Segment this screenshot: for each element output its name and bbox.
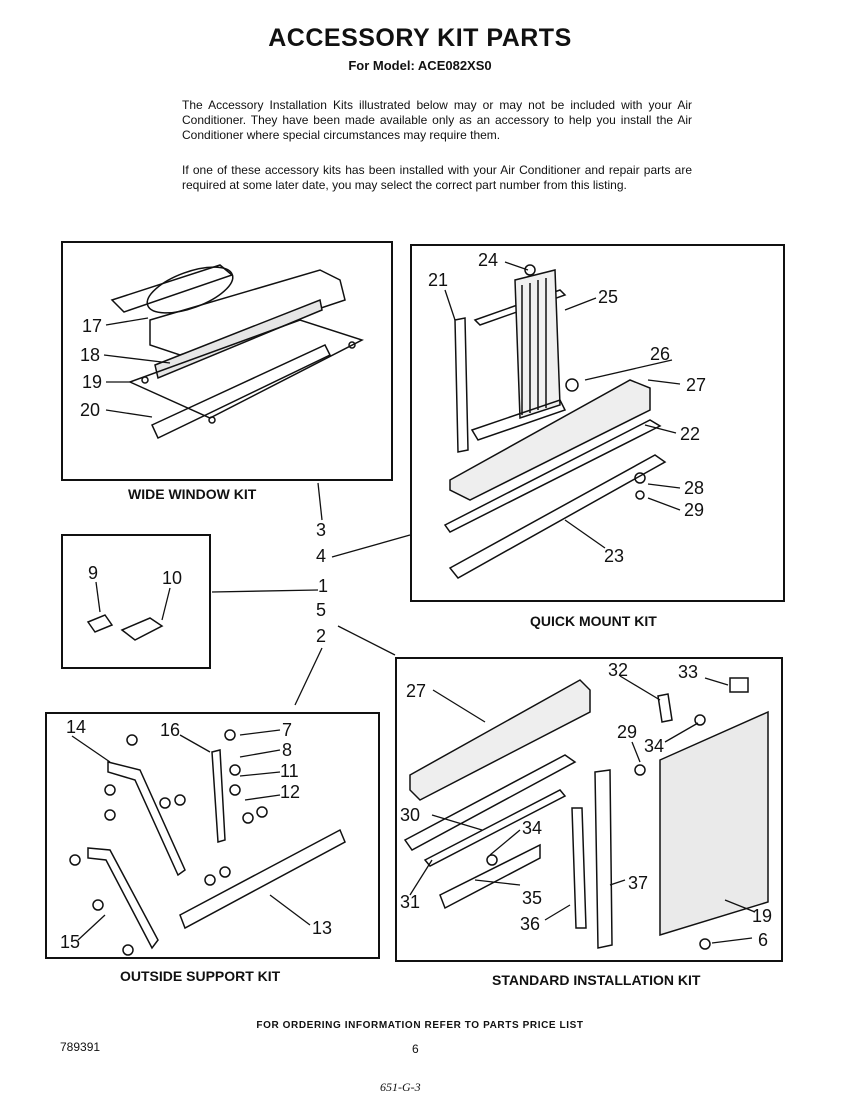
ordering-info: FOR ORDERING INFORMATION REFER TO PARTS …: [256, 1020, 584, 1031]
intro-paragraph-2: If one of these accessory kits has been …: [182, 163, 692, 192]
leader-lines: [71, 261, 756, 944]
callout-36: 36: [520, 914, 541, 934]
callout-8: 8: [282, 740, 293, 760]
callout-34-left: 34: [522, 818, 543, 838]
callout-19-standard: 19: [752, 906, 773, 926]
wide-window-kit-parts: [110, 264, 364, 440]
callout-31: 31: [400, 892, 421, 912]
page-title: ACCESSORY KIT PARTS: [268, 24, 572, 52]
callout-12: 12: [280, 782, 301, 802]
document-code: 789391: [60, 1040, 101, 1054]
accessory-parts-frame: [61, 534, 211, 669]
callout-19-wide: 19: [82, 372, 103, 392]
callout-20: 20: [80, 400, 101, 420]
callout-27-standard: 27: [406, 681, 427, 701]
callout-25: 25: [598, 287, 619, 307]
outside-support-kit-parts: [69, 729, 346, 956]
outside-support-kit-label: OUTSIDE SUPPORT KIT: [120, 968, 281, 984]
quick-mount-kit-label: QUICK MOUNT KIT: [530, 613, 657, 629]
quick-mount-kit-frame: [410, 244, 785, 602]
callout-14: 14: [66, 717, 87, 737]
callout-17: 17: [82, 316, 103, 336]
callout-5: 5: [316, 600, 327, 620]
callout-34-right: 34: [644, 736, 665, 756]
standard-installation-kit-label: STANDARD INSTALLATION KIT: [492, 972, 701, 988]
callout-30: 30: [400, 805, 421, 825]
handwritten-note: 651-G-3: [380, 1080, 421, 1094]
callout-28: 28: [684, 478, 705, 498]
model-line: For Model: ACE082XS0: [348, 58, 492, 73]
page-number: 6: [412, 1042, 419, 1056]
callout-22: 22: [680, 424, 701, 444]
callout-29-standard: 29: [617, 722, 638, 742]
callout-24: 24: [478, 250, 499, 270]
callout-2: 2: [316, 626, 327, 646]
callout-9: 9: [88, 563, 99, 583]
small-parts: [86, 614, 164, 641]
callout-32: 32: [608, 660, 629, 680]
intro-paragraph-1: The Accessory Installation Kits illustra…: [182, 98, 692, 142]
callout-4: 4: [316, 546, 327, 566]
callout-35: 35: [522, 888, 543, 908]
callout-26: 26: [650, 344, 671, 364]
outside-support-kit-frame: [45, 712, 380, 959]
callout-33: 33: [678, 662, 699, 682]
wide-window-kit-label: WIDE WINDOW KIT: [128, 486, 257, 502]
callout-11: 11: [280, 761, 299, 781]
callout-27-quick: 27: [686, 375, 707, 395]
callout-21: 21: [428, 270, 449, 290]
callout-6: 6: [758, 930, 769, 950]
standard-installation-kit-parts: [403, 677, 769, 950]
callout-10: 10: [162, 568, 183, 588]
callout-7: 7: [282, 720, 293, 740]
callout-1: 1: [318, 576, 329, 596]
callout-23: 23: [604, 546, 625, 566]
callout-29-quick: 29: [684, 500, 705, 520]
quick-mount-kit-parts: [443, 264, 667, 579]
callout-16: 16: [160, 720, 181, 740]
callout-18: 18: [80, 345, 101, 365]
callout-15: 15: [60, 932, 81, 952]
callout-37: 37: [628, 873, 649, 893]
standard-installation-kit-frame: [395, 657, 783, 962]
wide-window-kit-frame: [61, 241, 393, 481]
callout-3: 3: [316, 520, 327, 540]
callout-13: 13: [312, 918, 333, 938]
